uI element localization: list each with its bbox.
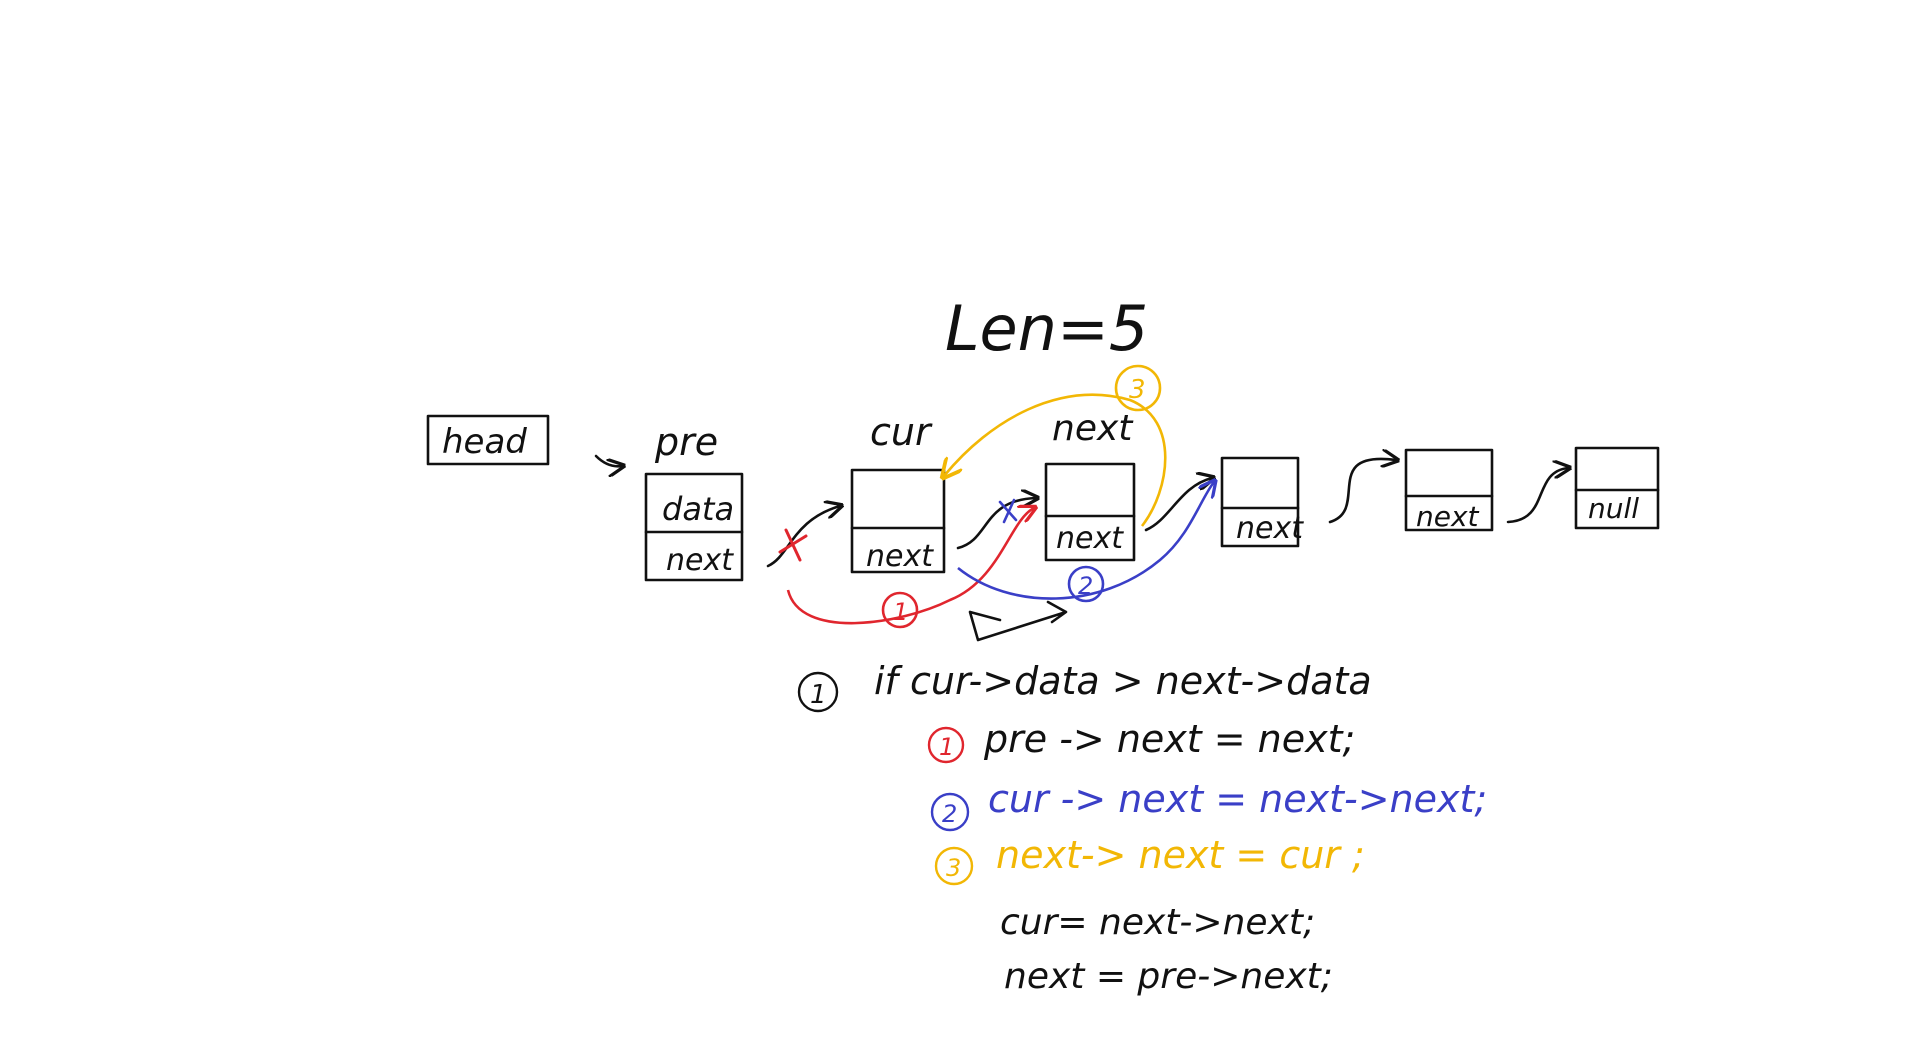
yellow-marker-three: 3 <box>1114 364 1162 412</box>
code-line-1-marker: 1 <box>939 733 954 761</box>
step-one-heading: 1 if cur->data > next->data <box>797 659 1372 713</box>
list-node-next: next <box>1044 462 1136 562</box>
link-cur-to-next <box>956 498 1036 550</box>
title-len: Len=5 <box>945 292 1148 365</box>
list-node-cur: next <box>850 468 946 574</box>
yellow-marker-three-label: 3 <box>1129 375 1146 405</box>
list-node-5: next <box>1404 448 1494 533</box>
code-line-4-text: cur= next->next; <box>1000 902 1315 943</box>
red-cross-mark <box>778 528 808 562</box>
head-label: head <box>442 422 527 462</box>
blue-marker-two-label: 2 <box>1078 572 1093 600</box>
node-4-next: next <box>1236 511 1304 546</box>
list-node-6: null <box>1574 446 1660 530</box>
head-node: head <box>426 414 550 466</box>
code-line-3-text: next-> next = cur ; <box>996 833 1365 877</box>
step-condition: if cur->data > next->data <box>874 659 1372 703</box>
node-pre-next: next <box>666 543 734 578</box>
blue-arrow-cur-to-node4 <box>957 482 1214 600</box>
link-pre-to-cur <box>766 506 840 568</box>
yellow-arrow-next-to-cur <box>944 393 1167 527</box>
list-node-pre: data next <box>644 472 744 582</box>
head-arrow <box>594 454 622 466</box>
code-line-2: 2 cur -> next = next->next; <box>930 777 1487 832</box>
link-4-to-5 <box>1328 459 1396 524</box>
next-label: next <box>1052 408 1134 449</box>
code-line-5-text: next = pre->next; <box>1004 956 1333 997</box>
node-pre-data: data <box>662 490 734 528</box>
code-line-1-text: pre -> next = next; <box>983 717 1355 761</box>
swap-indicator-arrow <box>968 600 1068 642</box>
node-next-next: next <box>1056 521 1124 556</box>
blue-marker-two: 2 <box>1067 565 1105 603</box>
link-5-to-6 <box>1506 468 1568 524</box>
pre-label: pre <box>654 420 718 464</box>
node-cur-next: next <box>866 539 934 574</box>
code-line-2-marker: 2 <box>942 800 957 828</box>
code-line-1: 1 pre -> next = next; <box>927 717 1355 764</box>
red-marker-one-label: 1 <box>893 598 908 626</box>
node-5-next: next <box>1416 500 1480 533</box>
list-node-4: next <box>1220 456 1304 548</box>
red-marker-one: 1 <box>881 591 919 629</box>
cur-label: cur <box>870 410 933 454</box>
code-line-2-text: cur -> next = next->next; <box>988 777 1487 821</box>
node-6-null: null <box>1588 492 1639 525</box>
code-line-3: 3 next-> next = cur ; <box>934 833 1365 886</box>
red-arrow-pre-to-next <box>786 508 1034 625</box>
blue-cross-mark <box>998 498 1018 524</box>
step-one-number: 1 <box>810 680 827 710</box>
code-line-3-marker: 3 <box>946 854 961 882</box>
